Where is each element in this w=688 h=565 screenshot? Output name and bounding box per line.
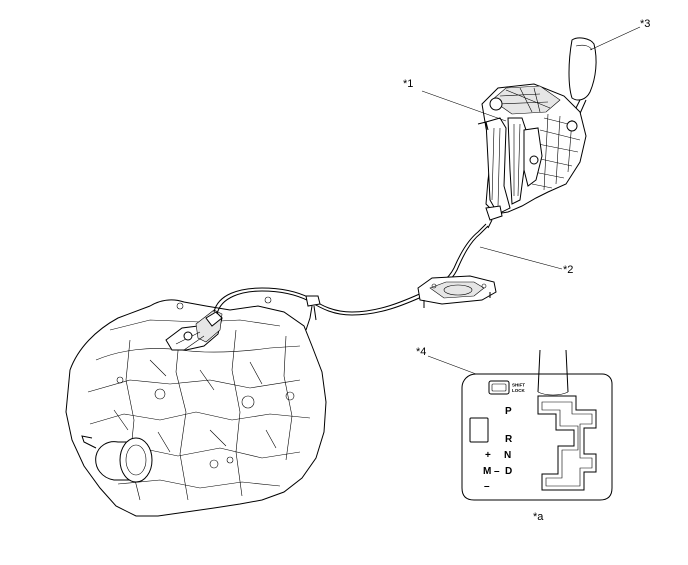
callout-label-2: *2 (563, 264, 573, 276)
leader-c3 (589, 26, 641, 51)
callout-label-1: *1 (403, 78, 413, 90)
shift-lock-label-line1: SHIFT (512, 383, 525, 388)
gate-letter-p: P (505, 406, 512, 417)
shift-cable (213, 223, 497, 331)
transmission-assembly (65, 296, 327, 517)
leader-c2 (479, 246, 563, 270)
gate-letter-n: N (504, 450, 511, 461)
gate-symbol-dash: – (494, 466, 500, 477)
shift-gate-inset: SHIFT LOCK P R N D + M – – (461, 349, 613, 501)
gate-letter-d: D (505, 466, 512, 477)
shift-lock-label-line2: LOCK (512, 388, 525, 393)
callout-label-3: *3 (640, 18, 650, 30)
gate-symbol-minus: – (484, 481, 490, 492)
gate-symbol-plus: + (485, 450, 491, 461)
shift-lever-assembly (477, 37, 597, 229)
gate-letter-m: M (483, 466, 491, 477)
callout-label-a: *a (533, 511, 544, 523)
leader-c1 (421, 90, 507, 122)
callout-leaders (421, 26, 641, 381)
callout-label-4: *4 (416, 346, 426, 358)
gate-indicator-window (469, 417, 489, 443)
gate-letter-r: R (505, 434, 513, 445)
